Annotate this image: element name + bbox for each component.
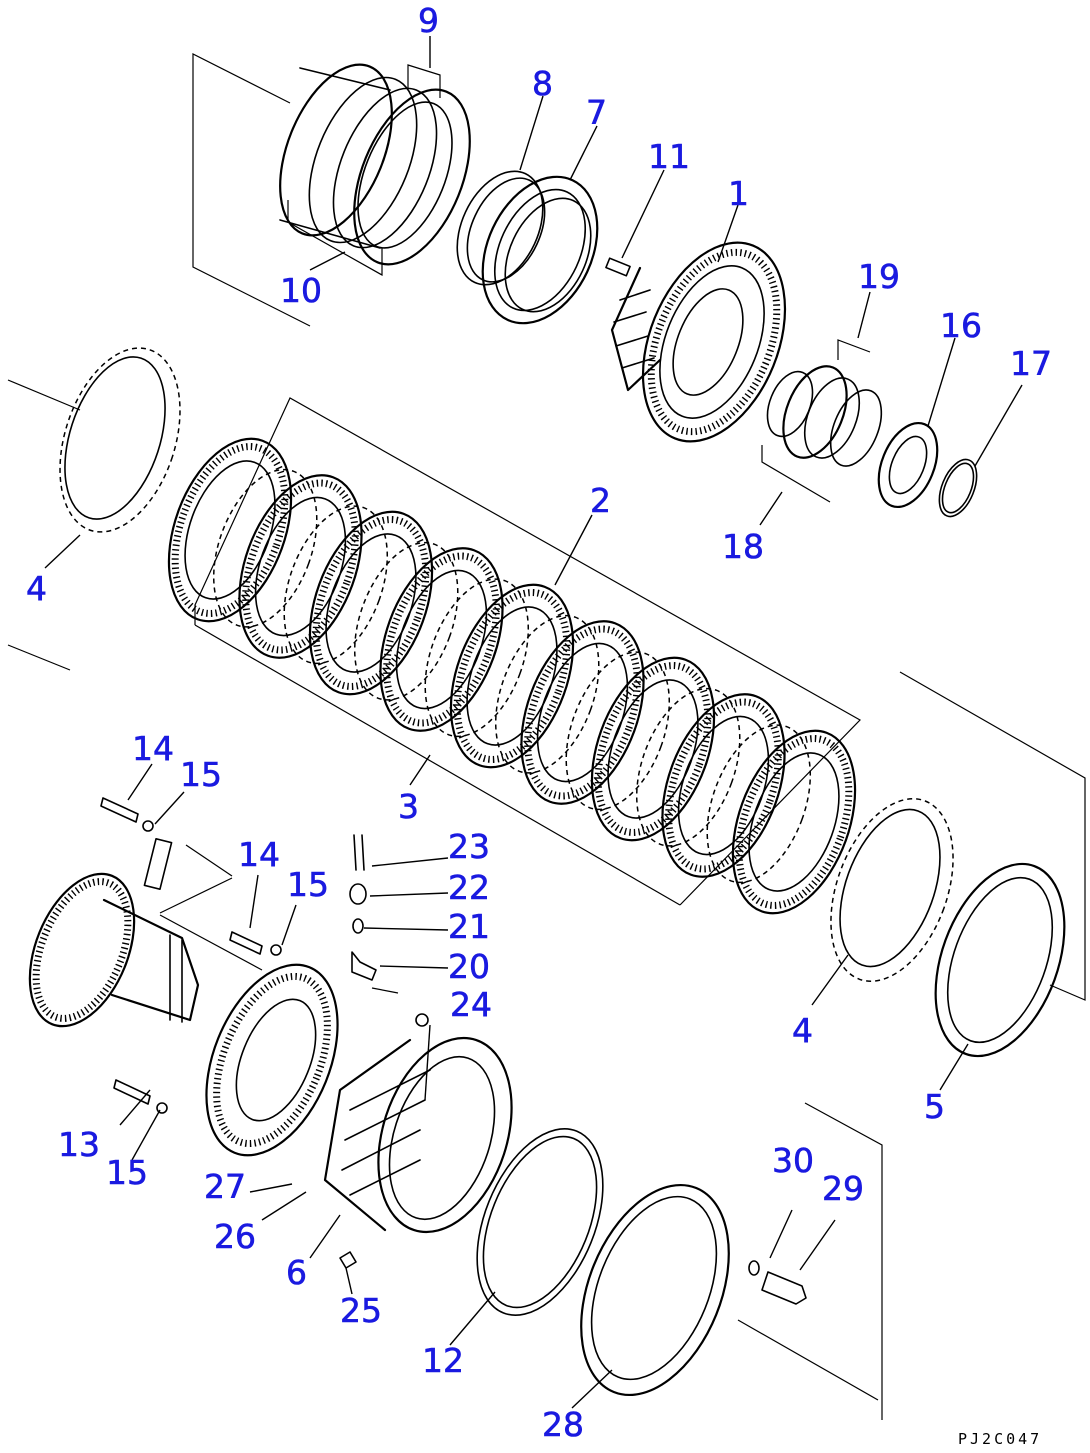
- label-part-23: 23: [448, 827, 490, 866]
- friction-lining: [171, 443, 289, 617]
- drawing-code: PJ2C047: [958, 1430, 1042, 1448]
- label-part-28: 28: [542, 1405, 584, 1444]
- friction-disc: [449, 583, 575, 769]
- friction-lining: [594, 662, 712, 836]
- label-part-15-middle: 15: [287, 865, 329, 904]
- label-part-3: 3: [398, 787, 419, 826]
- friction-disc: [238, 474, 363, 659]
- friction-lining: [453, 589, 571, 763]
- friction-disc: [379, 547, 504, 732]
- friction-disc: [661, 693, 786, 878]
- label-part-22: 22: [448, 868, 490, 907]
- label-part-8: 8: [532, 64, 553, 103]
- label-part-2: 2: [590, 481, 611, 520]
- label-part-4-lower: 4: [792, 1011, 813, 1050]
- friction-lining: [735, 735, 853, 909]
- pin-part: [605, 257, 631, 277]
- part-labels: 9 8 7 11 1 10 19 16 17 2 18 4 14 15 3 23…: [26, 1, 1053, 1445]
- label-part-12: 12: [422, 1341, 464, 1380]
- bearing-group: [761, 339, 978, 518]
- disc-inner-edge: [536, 642, 629, 783]
- separator-plate-left: [59, 347, 181, 533]
- disc-inner-edge: [254, 496, 347, 637]
- label-part-25: 25: [340, 1291, 382, 1330]
- cover-plate-28: [580, 1183, 730, 1397]
- separator-plate: [706, 724, 812, 884]
- disc-inner-edge: [184, 460, 276, 600]
- label-part-1: 1: [728, 174, 749, 213]
- label-part-18: 18: [722, 527, 764, 566]
- friction-disc: [590, 656, 716, 842]
- friction-disc: [167, 437, 293, 623]
- label-part-7: 7: [586, 93, 607, 132]
- label-part-11: 11: [648, 137, 690, 176]
- ring-12: [476, 1128, 604, 1316]
- disc-inner-edge: [748, 752, 840, 892]
- friction-lining: [312, 516, 430, 690]
- friction-lining: [524, 625, 641, 800]
- bolt-29: [748, 1260, 807, 1305]
- separator-plate: [212, 468, 318, 628]
- label-part-13: 13: [58, 1125, 100, 1164]
- bolts-left: [100, 797, 282, 1114]
- label-part-10: 10: [280, 271, 322, 310]
- separator-plate: [565, 651, 671, 811]
- piston-assembly: [279, 63, 471, 277]
- label-part-5: 5: [924, 1087, 945, 1126]
- label-part-21: 21: [448, 907, 490, 946]
- end-cover: [205, 963, 339, 1157]
- housing-part: [610, 241, 787, 443]
- label-part-30: 30: [772, 1141, 814, 1180]
- label-part-17: 17: [1010, 344, 1052, 383]
- label-part-20: 20: [448, 947, 490, 986]
- label-part-16: 16: [940, 306, 982, 345]
- leader-lines: [44, 36, 1023, 1409]
- friction-disc: [731, 729, 857, 915]
- small-fittings: [349, 834, 377, 981]
- ring-parts: [456, 170, 599, 325]
- disc-inner-edge: [325, 533, 417, 673]
- label-part-26: 26: [214, 1217, 256, 1256]
- separator-plates-right: [830, 798, 1066, 1058]
- label-part-27: 27: [204, 1167, 246, 1206]
- friction-lining: [383, 552, 500, 727]
- separator-plate: [353, 541, 459, 701]
- disc-inner-edge: [395, 569, 488, 710]
- label-part-15-lower: 15: [106, 1153, 148, 1192]
- separator-plate: [635, 687, 741, 847]
- friction-disc: [520, 620, 645, 805]
- disc-pack: [167, 397, 861, 915]
- label-part-14-lower: 14: [238, 835, 280, 874]
- label-part-14-upper: 14: [132, 729, 174, 768]
- separator-plate: [424, 578, 530, 738]
- friction-disc: [308, 510, 434, 696]
- label-part-6: 6: [286, 1253, 307, 1292]
- label-part-4-upper: 4: [26, 569, 47, 608]
- label-part-9: 9: [418, 1, 439, 40]
- output-flange: [28, 872, 200, 1028]
- label-part-19: 19: [858, 257, 900, 296]
- label-part-29: 29: [822, 1169, 864, 1208]
- label-part-24: 24: [450, 985, 492, 1024]
- friction-lining: [665, 698, 782, 873]
- disc-inner-edge: [466, 606, 558, 746]
- boundary-lines: [7, 53, 1086, 1420]
- disc-inner-edge: [607, 679, 699, 819]
- disc-inner-edge: [677, 715, 770, 856]
- friction-lining: [242, 479, 359, 654]
- brake-housing: [323, 1013, 513, 1269]
- separator-plate: [283, 505, 389, 665]
- separator-plate: [494, 614, 600, 774]
- label-part-15-upper: 15: [180, 755, 222, 794]
